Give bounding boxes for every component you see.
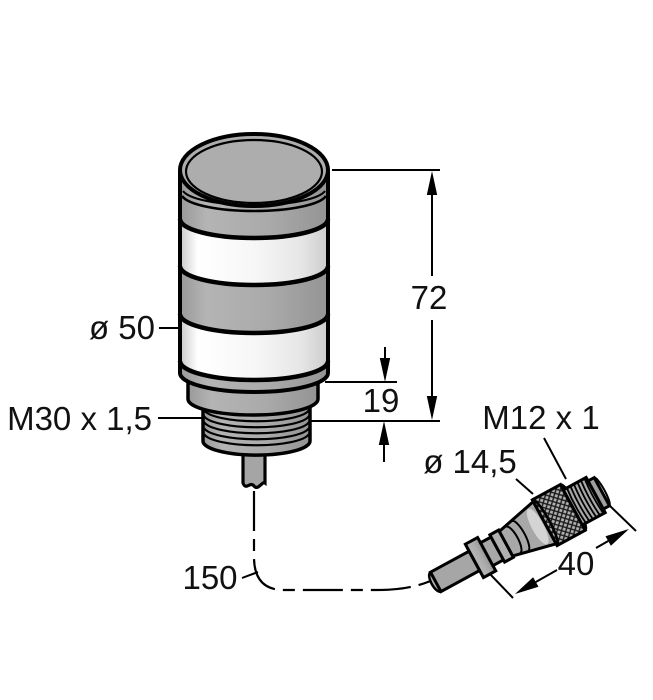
connector-flange xyxy=(463,535,498,580)
leader-cable-length xyxy=(241,571,259,579)
height-dim-text: 72 xyxy=(411,279,448,316)
dimension-height-72 xyxy=(332,169,440,420)
thread-length-dim-text: 19 xyxy=(363,382,400,419)
band-line-1 xyxy=(177,218,331,241)
band-line-4 xyxy=(177,360,331,383)
extension-line-40-bottom xyxy=(488,572,514,599)
leader-thread-m12 xyxy=(543,437,567,480)
leader-diameter-14-5 xyxy=(515,478,534,495)
cap-top-face xyxy=(178,132,330,208)
band-line-2 xyxy=(177,265,331,288)
dim-line-40 xyxy=(535,540,609,583)
connector-length-dim-text: 40 xyxy=(558,545,595,582)
cap-rim-line-2 xyxy=(180,195,328,213)
boot-ring-line-1 xyxy=(505,525,523,554)
connector-thread xyxy=(561,475,608,528)
arrowhead-19-down-icon xyxy=(379,358,391,382)
mount-thread-label: M30 x 1,5 xyxy=(7,400,152,437)
dimension-connector-40 xyxy=(488,504,637,599)
thread-lines xyxy=(566,478,604,524)
base-band xyxy=(180,361,328,392)
boot-ring-line-2 xyxy=(511,519,531,552)
connector-thread-label: M12 x 1 xyxy=(482,399,599,436)
dimension-thread-19 xyxy=(310,347,440,462)
band-line-3 xyxy=(177,313,331,336)
m12-connector xyxy=(427,475,612,594)
tower-diameter-label: ø 50 xyxy=(89,309,155,346)
cable-length-dim-text: 150 xyxy=(182,559,237,596)
connector-diameter-label: ø 14,5 xyxy=(423,443,517,480)
arrowhead-40-upper-icon xyxy=(605,529,629,546)
base-step xyxy=(186,373,320,417)
cap-top-inner-line xyxy=(184,138,324,205)
tip-end-line xyxy=(593,476,611,507)
arrowhead-19-up-icon xyxy=(378,421,390,445)
extension-line-40-top xyxy=(608,504,637,532)
boot-highlight xyxy=(526,508,549,545)
cable-centerline xyxy=(252,491,442,592)
knurl-end-line-1 xyxy=(531,498,560,547)
arrowhead-40-lower-icon xyxy=(515,577,539,594)
arrowhead-up-icon xyxy=(426,171,438,195)
tower-light xyxy=(177,132,331,489)
arrowhead-down-icon xyxy=(426,396,438,420)
